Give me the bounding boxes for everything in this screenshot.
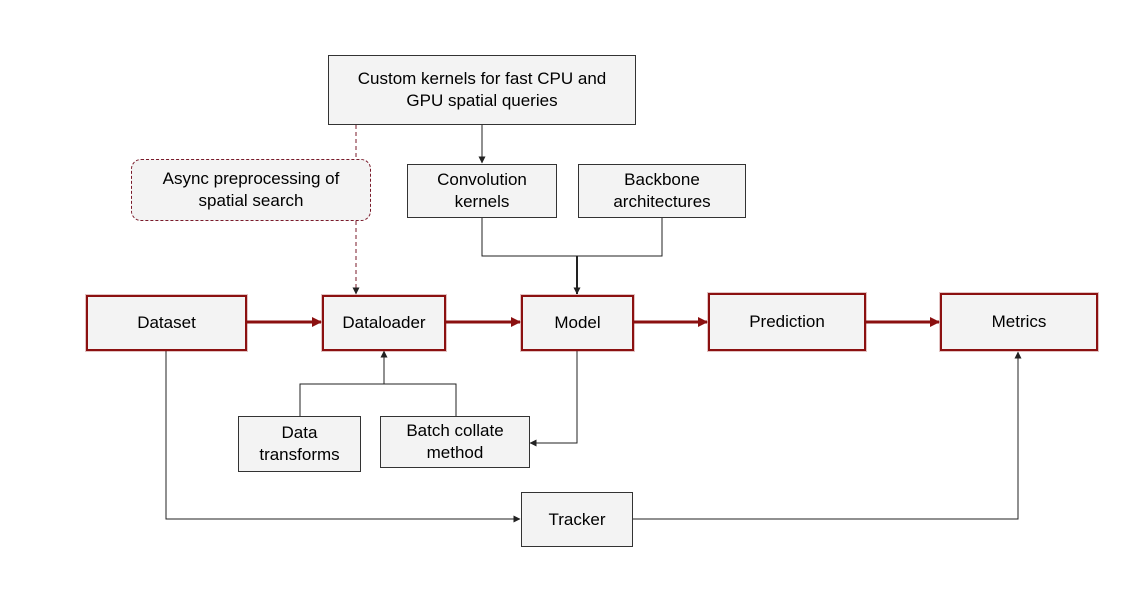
node-tracker: Tracker xyxy=(521,492,633,547)
edge-transforms-collate-join xyxy=(299,383,457,416)
node-dataloader: Dataloader xyxy=(322,295,446,351)
edge-tracker-to-metrics xyxy=(633,351,1022,520)
node-model: Model xyxy=(521,295,634,351)
node-metrics: Metrics xyxy=(940,293,1098,351)
node-convolution-kernels: Convolution kernels xyxy=(407,164,557,218)
node-data-transforms: Data transforms xyxy=(238,416,361,472)
node-custom-kernels: Custom kernels for fast CPU and GPU spat… xyxy=(328,55,636,125)
node-async-preprocessing: Async preprocessing of spatial search xyxy=(131,159,371,221)
node-backbone-architectures: Backbone architectures xyxy=(578,164,746,218)
node-prediction: Prediction xyxy=(708,293,866,351)
edge-dataset-to-tracker xyxy=(165,351,521,523)
node-dataset: Dataset xyxy=(86,295,247,351)
edge-conv-backbone-to-model xyxy=(481,218,663,257)
edge-model-to-batch-collate xyxy=(529,351,578,447)
node-batch-collate: Batch collate method xyxy=(380,416,530,468)
